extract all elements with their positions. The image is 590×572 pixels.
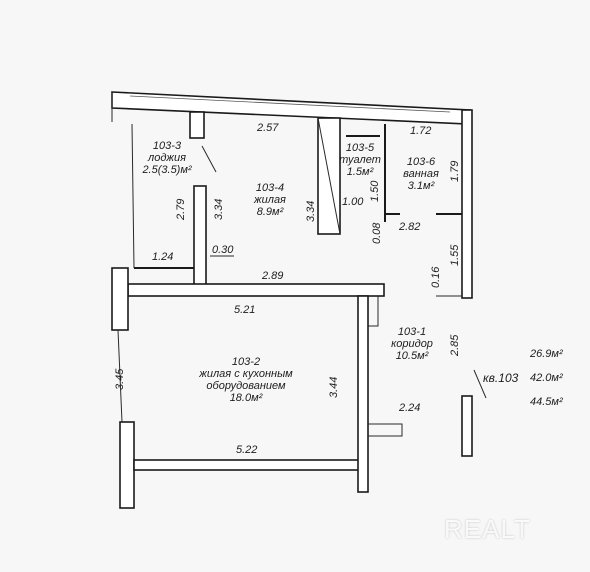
room-area: 8.9м²	[256, 206, 284, 218]
apartment-pointer	[473, 369, 487, 399]
watermark-logo: REALT	[444, 514, 531, 544]
room-name: жилая с кухонным	[199, 368, 293, 380]
dim-179: 1.79	[449, 160, 461, 182]
apartment-area-3: 44.5м²	[530, 396, 563, 408]
dim-257: 2.57	[257, 122, 279, 134]
window-line	[117, 329, 123, 423]
dim-522: 5.22	[236, 444, 258, 456]
loggia-partition-stub	[189, 111, 205, 139]
dim-521: 5.21	[234, 304, 256, 316]
left-outer-wall-upper	[111, 267, 129, 331]
shaft-diagonal	[317, 117, 341, 235]
apartment-label: кв.103	[483, 371, 519, 385]
room-103-1-label: 103-1 коридор 10.5м²	[391, 326, 433, 362]
right-outer-wall-upper	[461, 109, 473, 299]
loggia-door-swing	[201, 145, 217, 173]
room-area: 18.0м²	[229, 392, 263, 404]
dim-008: 0.08	[371, 222, 383, 244]
entrance-step	[368, 423, 403, 437]
top-outer-wall	[111, 91, 471, 125]
loggia-glass-line	[131, 123, 135, 269]
room-103-6-label: 103-6 ванная 3.1м²	[403, 156, 439, 192]
dim-334-b: 3.34	[305, 200, 317, 222]
dim-289: 2.89	[262, 270, 284, 282]
room-103-4-label: 103-4 жилая 8.9м²	[254, 182, 286, 218]
apartment-area-1: 26.9м²	[530, 348, 563, 360]
room-id: 103-3	[152, 140, 182, 152]
dim-030: 0.30	[212, 244, 234, 256]
room-area: 1.5м²	[346, 166, 374, 178]
dim-124: 1.24	[152, 251, 174, 263]
kitchen-top-wall	[127, 283, 385, 297]
dim-344: 3.44	[328, 376, 340, 398]
room-area: 3.1м²	[407, 180, 435, 192]
right-outer-wall-lower	[461, 395, 473, 457]
dim-016: 0.16	[430, 266, 442, 288]
dim-285: 2.85	[449, 334, 461, 356]
room-name: жилая	[254, 194, 286, 206]
dim-155: 1.55	[449, 244, 461, 266]
apartment-area-2: 42.0м²	[530, 372, 563, 384]
bottom-wall	[133, 459, 363, 471]
room-name: коридор	[391, 338, 433, 350]
room-id: 103-5	[345, 142, 375, 154]
room-id: 103-2	[231, 356, 261, 368]
room-103-4-left-wall	[193, 185, 207, 287]
dim-150: 1.50	[369, 180, 381, 202]
room-name: ванная	[403, 168, 439, 180]
room-103-3-label: 103-3 лоджия 2.5(3.5)м²	[142, 140, 191, 176]
dim-282: 2.82	[399, 221, 421, 233]
room-103-5-label: 103-5 туалет 1.5м²	[339, 142, 381, 178]
dim-100: 1.00	[342, 196, 364, 208]
room-name-line2: оборудованием	[206, 380, 286, 392]
room-id: 103-1	[397, 326, 427, 338]
top-wall-hatch	[129, 95, 451, 113]
room-id: 103-4	[255, 182, 285, 194]
room-area: 2.5(3.5)м²	[142, 164, 192, 176]
room-area: 10.5м²	[395, 350, 429, 362]
room-103-2-label: 103-2 жилая с кухонным оборудованием 18.…	[199, 356, 292, 404]
dim-279: 2.79	[175, 198, 187, 220]
room-name: туалет	[339, 154, 381, 166]
dim-345: 3.45	[114, 368, 126, 390]
corridor-partition	[357, 295, 369, 493]
left-outer-wall-lower	[119, 421, 135, 509]
room-name: лоджия	[148, 152, 186, 164]
room-id: 103-6	[406, 156, 436, 168]
dim-224: 2.24	[399, 402, 421, 414]
dim-334-a: 3.34	[213, 198, 225, 220]
dim-172: 1.72	[410, 125, 432, 137]
